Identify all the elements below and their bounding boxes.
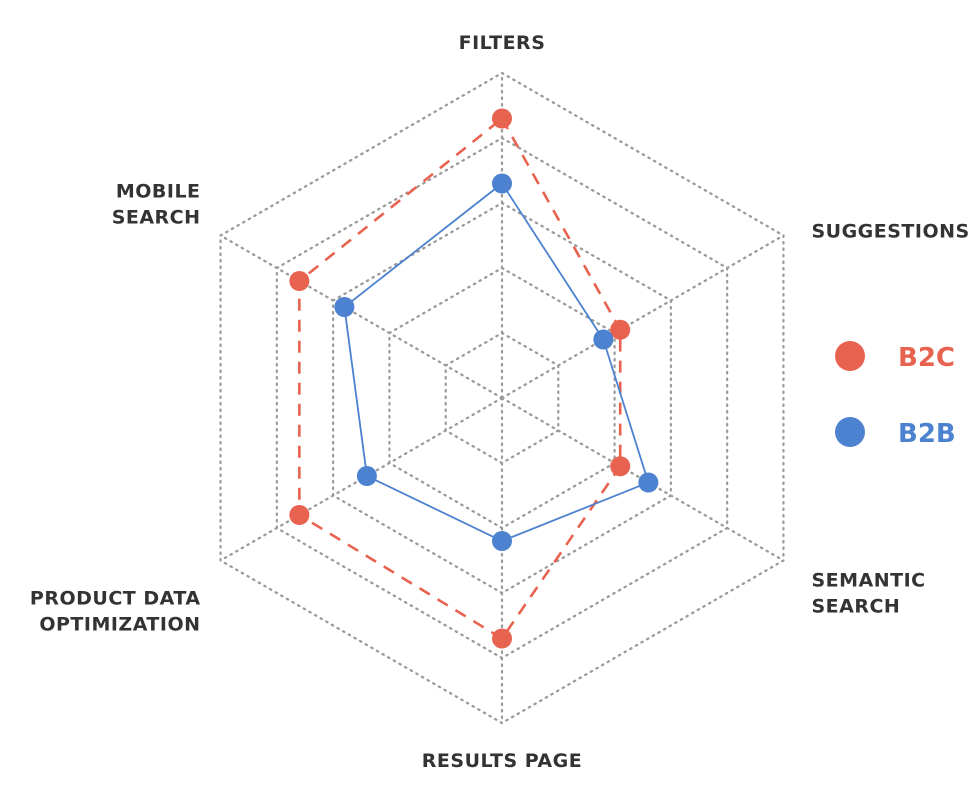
axis-label: SEARCH [112, 207, 201, 229]
axis-label: SEMANTIC [811, 570, 925, 592]
axis-label: OPTIMIZATION [39, 614, 200, 636]
radar-series [289, 108, 659, 649]
series-b2b-point [593, 329, 614, 350]
series-b2b-point [492, 173, 512, 194]
legend-b2b-swatch [835, 417, 865, 447]
axis-label: SUGGESTIONS [811, 221, 969, 243]
radar-grid [219, 71, 785, 725]
series-b2b-point [334, 297, 355, 317]
series-b2c-line [298, 116, 622, 641]
legend-b2b-label: B2B [898, 419, 956, 449]
legend-b2c-swatch [835, 341, 865, 371]
legend-b2c-label: B2C [898, 343, 955, 373]
series-b2b-line [343, 182, 650, 542]
series-b2b-point [492, 531, 512, 551]
legend: B2C B2B [835, 341, 956, 449]
series-b2c-point [610, 456, 631, 477]
series-b2b-point [356, 466, 377, 486]
axis-label: PRODUCT DATA [30, 588, 201, 610]
grid-spoke-1 [500, 234, 785, 400]
series-b2b-point [638, 472, 659, 493]
axis-labels: FILTERS SUGGESTIONS SEMANTIC SEARCH RESULTS … [30, 32, 969, 772]
axis-label: SEARCH [811, 596, 900, 618]
grid-ring-5 [219, 71, 785, 725]
axis-label: RESULTS PAGE [422, 750, 582, 772]
axis-label: MOBILE [116, 181, 201, 203]
series-b2c-point [289, 505, 310, 525]
series-b2c-point [492, 108, 512, 129]
axis-label: FILTERS [459, 32, 546, 54]
series-b2c-point [492, 628, 512, 649]
grid-spoke-5 [219, 234, 504, 400]
series-b2c-point [610, 319, 631, 340]
series-b2c-point [289, 271, 310, 291]
